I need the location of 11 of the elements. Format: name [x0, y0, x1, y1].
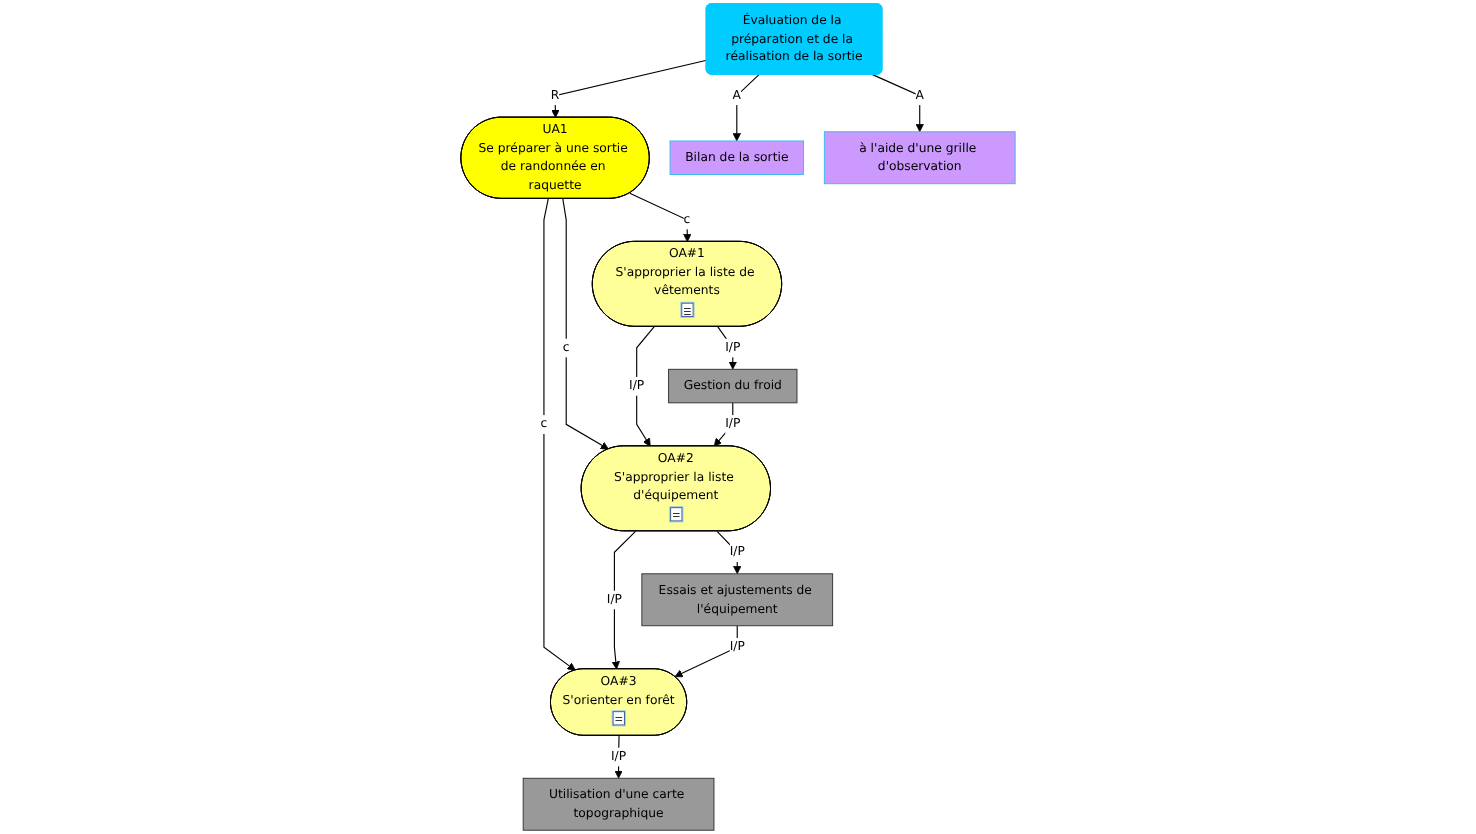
- arrow: [629, 192, 692, 243]
- arrow: [717, 326, 737, 370]
- arrow: [611, 530, 637, 670]
- arrow: [551, 59, 708, 118]
- arrow: [674, 625, 738, 678]
- arrow: [614, 735, 623, 779]
- arrow: [636, 326, 655, 447]
- arrow: [543, 198, 576, 671]
- arrow: [562, 198, 609, 450]
- arrow: [732, 74, 760, 142]
- arrow: [872, 74, 924, 133]
